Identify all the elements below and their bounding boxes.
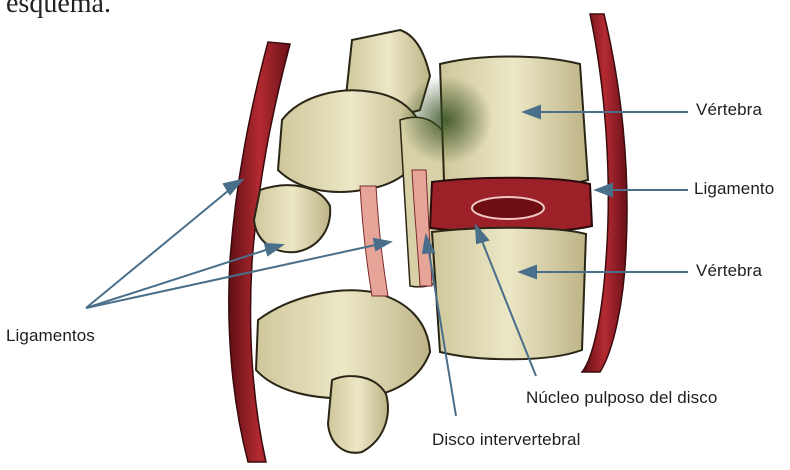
nucleus-pulposus [472,197,544,219]
articular-process [254,185,330,252]
arrowhead-ligamentos-3 [374,239,390,250]
label-disco: Disco intervertebral [432,430,580,450]
spinous-process-bottom [328,376,388,453]
label-ligamentos: Ligamentos [6,326,95,346]
label-ligamento: Ligamento [694,179,774,199]
upper-vertebra-shadow [400,76,492,164]
arrow-ligamentos-1 [86,186,234,308]
label-nucleo: Núcleo pulposo del disco [526,388,717,408]
label-vertebra-top: Vértebra [696,100,762,120]
label-vertebra-bottom: Vértebra [696,261,762,281]
arrowhead-ligamento [596,184,612,196]
lower-vertebral-body [432,228,586,360]
